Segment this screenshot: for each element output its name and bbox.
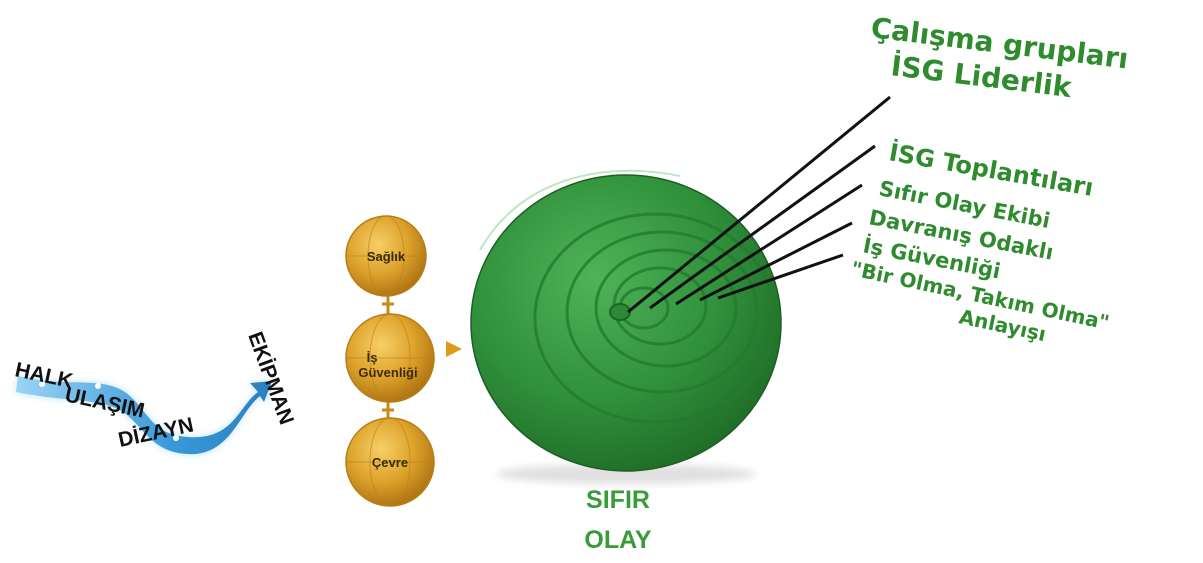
leader-line [649, 144, 876, 310]
leader-line [699, 221, 853, 302]
pointer-triangle [446, 341, 462, 357]
flow-dot [95, 383, 101, 389]
flow-arrow [16, 376, 272, 455]
sphere-label-cevre: Çevre [372, 455, 408, 470]
target-caption-line2: OLAY [584, 526, 651, 554]
sphere-saglik: Sağlık [345, 215, 427, 297]
leader-line [627, 95, 891, 314]
flow-word-ekipman: EKİPMAN [243, 329, 298, 428]
flow-dot [173, 435, 179, 441]
sphere-label-saglik: Sağlık [367, 249, 406, 264]
sphere-cevre: Çevre [345, 417, 435, 507]
leader-line [675, 183, 863, 306]
sphere-label-line: Güvenliği [358, 365, 417, 380]
target-disc [470, 169, 782, 484]
target-caption-line1: SIFIR [586, 486, 650, 514]
sphere-label-line: İş [367, 350, 378, 365]
flow-dot [39, 381, 45, 387]
leader-line [717, 253, 844, 300]
